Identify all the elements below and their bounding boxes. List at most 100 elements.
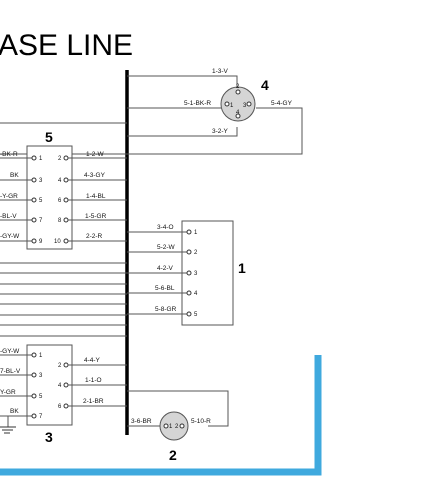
wire-label: 3-6-BR — [131, 418, 152, 425]
connector-1-pin — [186, 229, 192, 235]
connector-5-pin — [31, 238, 37, 244]
wire-label: 5-4-GY — [271, 100, 293, 107]
connector-4-pin-label: 3 — [243, 103, 247, 109]
connector-1-pin — [186, 311, 192, 317]
wire-5-10-r — [127, 390, 229, 427]
connector-4: 2 1 3 4 1-3-V 5-1-BK-R 5-4-GY 3-2-Y 4 — [0, 68, 303, 155]
connector-5-pin-label: 6 — [58, 198, 62, 204]
connector-5-number: 5 — [45, 129, 53, 145]
connector-5-pin — [31, 155, 37, 161]
wire-label: 5-2-W — [157, 244, 176, 251]
connector-3-pin-label: 5 — [39, 394, 43, 400]
connector-5-pin — [31, 197, 37, 203]
connector-4-body — [220, 86, 256, 122]
connector-1-pin-label: 3 — [194, 271, 198, 277]
connector-1: 1 3-4-O 5-2-W 4-2-V 5-6-BL 5-8-GR 1 2 3 … — [127, 220, 246, 326]
connector-2-body — [159, 411, 189, 441]
connector-3-pin-label: 4 — [58, 383, 62, 389]
connector-5-pin-label: 10 — [54, 239, 61, 245]
wire-label: 1-5-GR — [85, 213, 107, 220]
ground-icon — [0, 416, 16, 434]
wire-label: BK — [10, 408, 19, 415]
connector-1-pin — [186, 249, 192, 255]
connector-2-pin — [163, 423, 169, 429]
wire-label: 2-2-R — [86, 233, 103, 240]
wire-label: 5-10-R — [191, 418, 211, 425]
connector-2: 1 2 3-6-BR 5-10-R 2 — [127, 390, 229, 463]
wire-label: 4-3-GY — [84, 172, 106, 179]
wire-label: -GY-W — [0, 233, 20, 240]
wire-label: 3-2-Y — [212, 128, 229, 135]
connector-5-pin-label: 9 — [39, 239, 43, 245]
frame-border — [0, 355, 322, 476]
connector-5-pin — [63, 217, 69, 223]
connector-4-pin-1 — [224, 101, 230, 107]
connector-3-pin-label: 2 — [58, 363, 62, 369]
connector-3-pin — [63, 362, 69, 368]
connector-4-number: 4 — [261, 77, 269, 93]
wire-label: 4-4-Y — [84, 357, 101, 364]
connector-5-pin-label: 2 — [58, 156, 62, 162]
wire-label: -GY-W — [0, 348, 20, 355]
connector-2-pin-label: 2 — [175, 424, 179, 430]
wire-label: 1-3-V — [212, 68, 229, 75]
connector-5-pin — [63, 238, 69, 244]
connector-5-pin — [63, 155, 69, 161]
connector-3-pin-label: 6 — [58, 404, 62, 410]
wire-label: 3-4-O — [157, 224, 174, 231]
connector-5-pin-label: 1 — [39, 156, 43, 162]
connector-5-pin-label: 5 — [39, 198, 43, 204]
wire-label: 1-2-W — [86, 151, 105, 158]
connector-1-pin-label: 1 — [194, 230, 198, 236]
wire-label: 5-1-BK-R — [184, 100, 211, 107]
connector-5-pin-label: 7 — [39, 218, 43, 224]
connector-3-pin — [31, 393, 37, 399]
wire-label: 4-2-V — [157, 265, 174, 272]
connector-5-pin — [63, 177, 69, 183]
connector-2-pin — [179, 423, 185, 429]
connector-4-pin-label: 4 — [236, 110, 240, 116]
wire-label: 1-4-BL — [86, 193, 106, 200]
diagram-title: ASE LINE — [0, 29, 133, 62]
connector-5-pin — [31, 177, 37, 183]
wire-5-4-gy — [0, 107, 303, 155]
wire-label: 2-1-BR — [83, 398, 104, 405]
connector-3: 3 -GY-W 7-BL-V Y-GR BK 1 3 5 7 2 4 6 — [0, 344, 127, 445]
connector-5-body — [26, 145, 73, 250]
connector-1-pin-label: 5 — [194, 312, 198, 318]
connector-3-pin — [63, 403, 69, 409]
connector-2-number: 2 — [169, 447, 177, 463]
wire-label: Y-GR — [0, 389, 16, 396]
connector-1-pin — [186, 270, 192, 276]
wire-1-3-v — [127, 75, 238, 88]
connector-2-pin-label: 1 — [169, 424, 173, 430]
connector-3-pin — [31, 413, 37, 419]
connector-1-pin-label: 2 — [194, 250, 198, 256]
wire-label: -BK-R — [0, 151, 18, 158]
connector-5-pin-label: 8 — [58, 218, 62, 224]
connector-5-pin — [31, 217, 37, 223]
wire-label: 5-8-GR — [155, 306, 177, 313]
wire-label: 1-1-O — [85, 377, 102, 384]
wire-label: 5-6-BL — [155, 285, 175, 292]
connector-3-pin-label: 7 — [39, 414, 43, 420]
bus-feed-wires — [0, 262, 127, 337]
connector-3-number: 3 — [45, 429, 53, 445]
connector-3-pin — [31, 352, 37, 358]
connector-5-pin-label: 3 — [39, 178, 43, 184]
connector-3-pin — [63, 382, 69, 388]
wire-label: BK — [10, 172, 19, 179]
connector-5: 5 -BK-R BK -Y-GR -BL-V -GY-W 1 3 5 7 9 2… — [0, 129, 127, 250]
connector-5-pin — [63, 197, 69, 203]
wire-3-2-y — [127, 127, 238, 137]
connector-3-pin-label: 3 — [39, 373, 43, 379]
connector-5-pin-label: 4 — [58, 178, 62, 184]
connector-4-pin-2 — [235, 89, 241, 95]
connector-1-pin — [186, 290, 192, 296]
connector-4-pin-label: 2 — [236, 84, 240, 90]
connector-3-pin — [31, 372, 37, 378]
connector-3-pin-label: 1 — [39, 353, 43, 359]
connector-1-number: 1 — [238, 260, 246, 276]
wire-label: 7-BL-V — [0, 368, 21, 375]
